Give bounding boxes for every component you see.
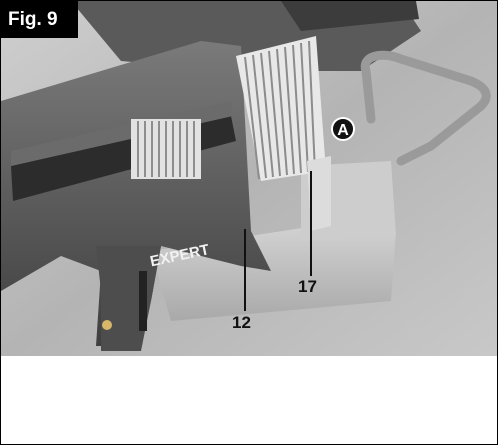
figure-photo: EXPERT xyxy=(1,1,497,356)
callout-a-badge: A xyxy=(331,117,355,141)
fence-wire xyxy=(360,50,491,166)
callout-12-label: 12 xyxy=(232,313,251,332)
callout-17-label: 17 xyxy=(298,277,317,296)
figure-tab: Fig. 9 xyxy=(1,1,78,38)
